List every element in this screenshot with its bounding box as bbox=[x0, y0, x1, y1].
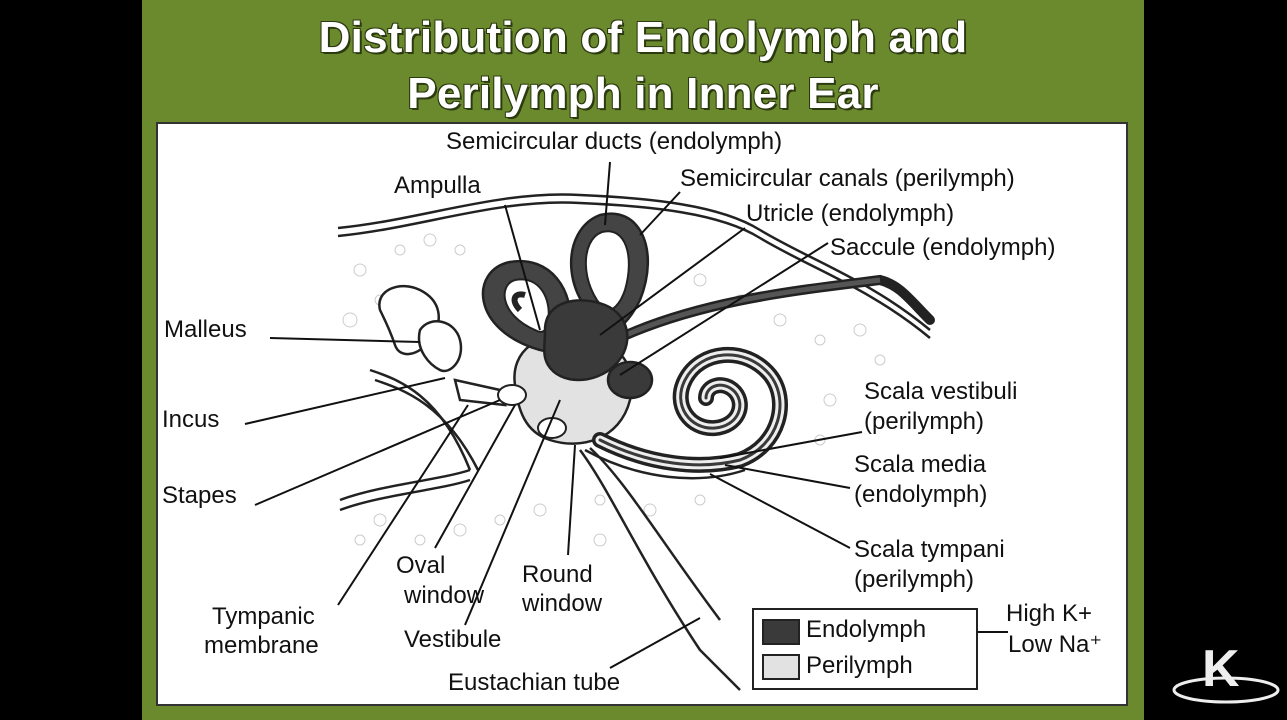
logo-letter: K bbox=[1202, 640, 1240, 698]
incus-shape bbox=[419, 321, 461, 371]
label-low-sodium: Low Na⁺ bbox=[1008, 631, 1102, 659]
label-oval-window-2: window bbox=[404, 582, 484, 610]
oval-window-shape bbox=[498, 385, 526, 405]
label-high-potassium: High K+ bbox=[1006, 600, 1092, 628]
saccule-shape bbox=[608, 362, 652, 398]
legend-perilymph-label: Perilymph bbox=[806, 652, 913, 680]
label-round-window: Round bbox=[522, 561, 593, 589]
label-utricle: Utricle (endolymph) bbox=[746, 200, 954, 228]
label-oval-window: Oval bbox=[396, 552, 445, 580]
label-stapes: Stapes bbox=[162, 482, 237, 510]
label-round-window-2: window bbox=[522, 590, 602, 618]
label-tympanic-membrane: Tympanic bbox=[212, 603, 315, 631]
label-scala-vestibuli: Scala vestibuli bbox=[864, 378, 1017, 406]
ossicles bbox=[370, 286, 505, 470]
label-incus: Incus bbox=[162, 406, 219, 434]
label-scala-tympani: Scala tympani bbox=[854, 536, 1005, 564]
channel-logo: K bbox=[1172, 628, 1280, 708]
legend-endolymph-swatch bbox=[762, 619, 800, 645]
label-saccule: Saccule (endolymph) bbox=[830, 234, 1055, 262]
label-semicircular-ducts: Semicircular ducts (endolymph) bbox=[446, 128, 782, 156]
label-scala-media-fluid: (endolymph) bbox=[854, 481, 987, 509]
legend-perilymph-swatch bbox=[762, 654, 800, 680]
label-scala-vestibuli-fluid: (perilymph) bbox=[864, 408, 984, 436]
legend: Endolymph Perilymph bbox=[752, 608, 978, 690]
label-tympanic-membrane-2: membrane bbox=[204, 632, 319, 660]
label-scala-media: Scala media bbox=[854, 451, 986, 479]
label-semicircular-canals: Semicircular canals (perilymph) bbox=[680, 165, 1015, 193]
legend-endolymph-label: Endolymph bbox=[806, 616, 926, 644]
label-vestibule: Vestibule bbox=[404, 626, 501, 654]
label-scala-tympani-fluid: (perilymph) bbox=[854, 566, 974, 594]
label-eustachian-tube: Eustachian tube bbox=[448, 669, 620, 697]
label-malleus: Malleus bbox=[164, 316, 247, 344]
label-ampulla: Ampulla bbox=[394, 172, 481, 200]
